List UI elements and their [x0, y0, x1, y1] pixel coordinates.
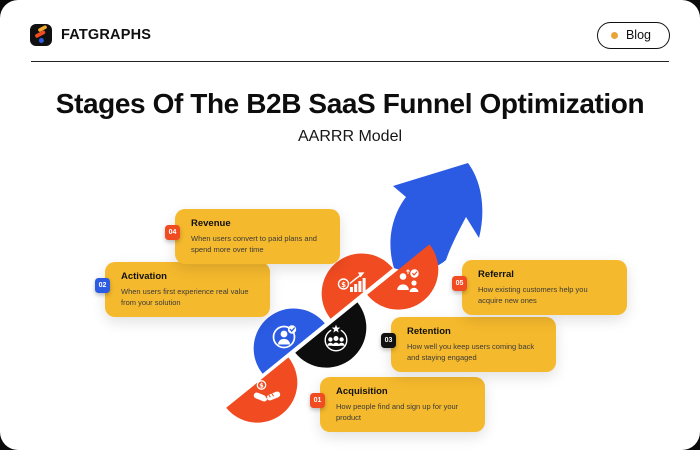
stage-card-acquisition: 01 Acquisition How people find and sign …: [310, 377, 485, 432]
stage-card-activation: 02 Activation When users first experienc…: [95, 262, 270, 317]
page-subtitle: AARRR Model: [297, 128, 403, 145]
stage-title: Referral: [478, 269, 514, 280]
page-title: Stages Of The B2B SaaS Funnel Optimizati…: [55, 88, 645, 119]
stage-description: How existing customers help you acquire …: [478, 284, 588, 305]
user-check-icon: [272, 325, 297, 349]
title-block: Stages Of The B2B SaaS Funnel Optimizati…: [0, 88, 700, 146]
growth-arrow-icon: [390, 163, 483, 271]
handshake-icon: $: [253, 380, 281, 402]
stage-number-badge: 01: [310, 393, 325, 408]
stage-title: Retention: [407, 326, 451, 337]
stage-number-badge: 03: [381, 333, 396, 348]
stage-title: Acquisition: [336, 386, 388, 397]
svg-text:$: $: [341, 281, 346, 289]
stage-title: Revenue: [191, 218, 231, 229]
activation-disc: [253, 308, 325, 374]
brand-name: FATGRAPHS: [61, 27, 152, 43]
fatgraphs-logo-icon: [30, 24, 52, 46]
revenue-disc: [321, 253, 393, 319]
stage-description: How well you keep users coming back and …: [407, 341, 535, 362]
header: FATGRAPHS Blog: [30, 20, 670, 50]
blog-dot-icon: [610, 31, 618, 39]
retention-disc: [295, 302, 367, 368]
stage-title: Activation: [121, 271, 167, 282]
stage-card-retention: 03 Retention How well you keep users com…: [381, 317, 556, 372]
acquisition-disc: [226, 357, 298, 423]
user-referral-icon: [397, 269, 419, 292]
svg-text:$: $: [259, 381, 264, 389]
stage-card-referral: 05 Referral How existing customers help …: [452, 260, 627, 315]
stage-card-revenue: 04 Revenue When users convert to paid pl…: [165, 209, 340, 264]
stage-description: How people find and sign up for your pro…: [336, 401, 459, 422]
stage-description: When users first experience real value f…: [121, 286, 249, 307]
users-cycle-icon: [324, 324, 348, 352]
blog-button[interactable]: Blog: [596, 21, 670, 49]
stage-number-badge: 05: [452, 276, 467, 291]
blog-button-label: Blog: [625, 28, 651, 42]
stage-description: When users convert to paid plans and spe…: [191, 233, 317, 254]
stage-number-badge: 04: [165, 225, 180, 240]
brand-logo[interactable]: FATGRAPHS: [30, 24, 151, 46]
stage-number-badge: 02: [95, 278, 110, 293]
coin-chart-icon: $: [337, 272, 366, 292]
header-divider: [31, 61, 669, 62]
